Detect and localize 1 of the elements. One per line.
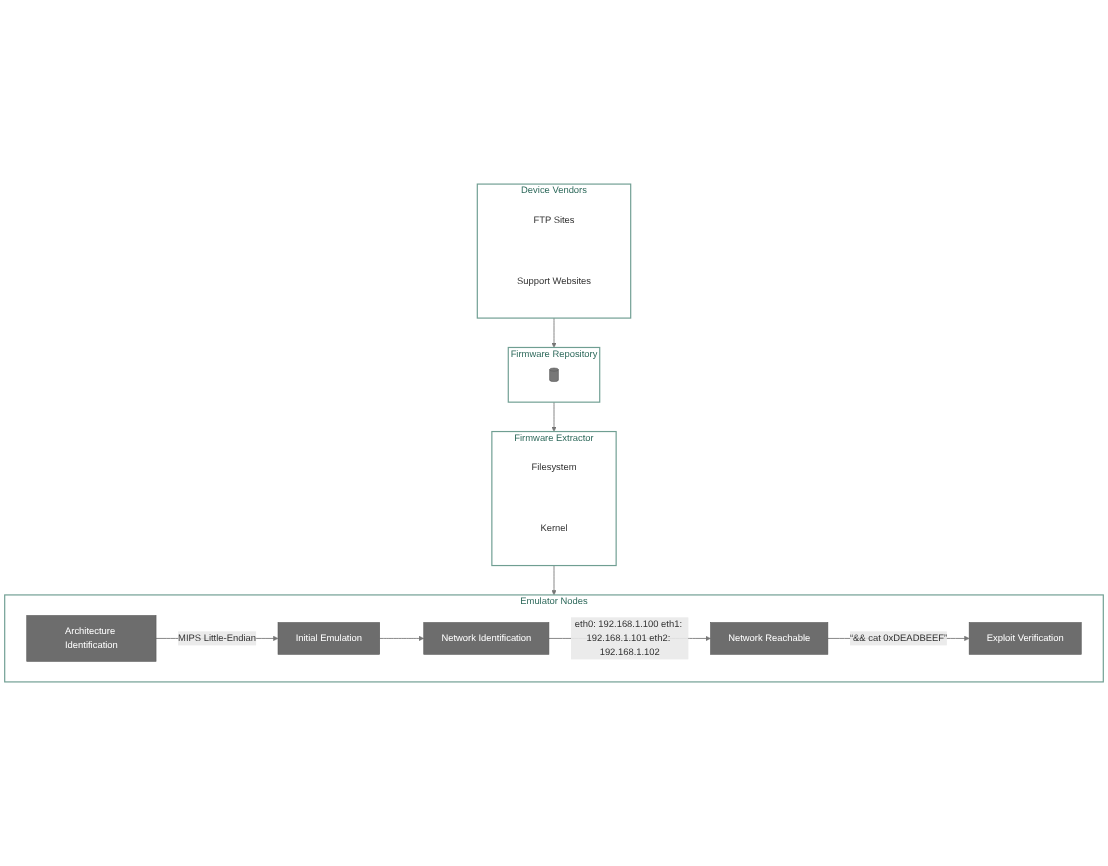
node-cylinder [549,367,559,382]
